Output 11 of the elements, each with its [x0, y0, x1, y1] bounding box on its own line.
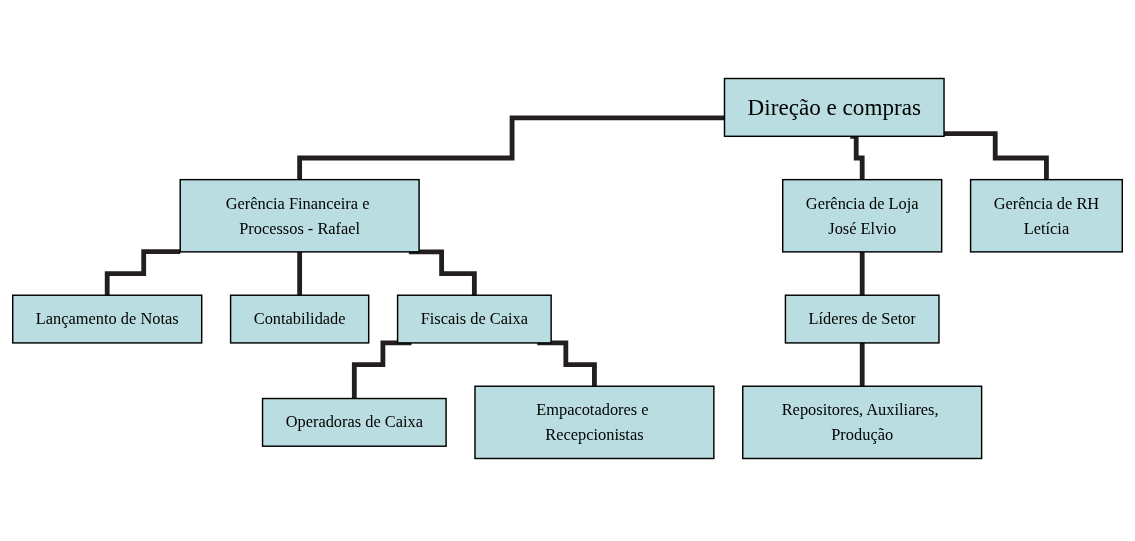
- node-box: Líderes de Setor: [784, 294, 940, 344]
- node-box: Contabilidade: [229, 294, 370, 344]
- node-box: Empacotadores e Recepcionistas: [474, 385, 715, 460]
- node-box: Repositores, Auxiliares, Produção: [742, 385, 983, 460]
- node-box: Gerência de Loja José Elvio: [782, 178, 943, 253]
- node-box: Gerência Financeira e Processos - Rafael: [179, 178, 420, 253]
- node-box: Gerência de RH Letícia: [969, 178, 1123, 253]
- node-box: Lançamento de Notas: [12, 294, 203, 344]
- node-box: Operadoras de Caixa: [261, 397, 447, 447]
- node-box: Fiscais de Caixa: [396, 294, 552, 344]
- node-box: Direção e compras: [723, 77, 945, 137]
